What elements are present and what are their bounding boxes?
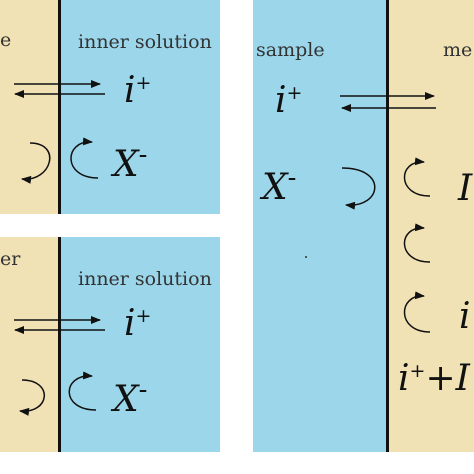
- right-anion-symbol: X-: [262, 163, 297, 208]
- bottom-left-membrane-region: [0, 237, 58, 452]
- right-sample-label: sample: [256, 39, 325, 61]
- bottom-left-interface-line: [58, 237, 61, 452]
- right-cation-symbol: i+: [275, 80, 303, 121]
- top-left-interface-line: [58, 0, 61, 214]
- right-sample-region: [253, 0, 386, 452]
- top-left-cation-symbol: i+: [124, 70, 152, 111]
- right-membrane-species-1: I: [458, 168, 473, 209]
- top-left-membrane-label: e: [0, 29, 12, 51]
- bottom-left-inner-solution-region: [61, 237, 220, 452]
- right-interface-line: [386, 0, 389, 452]
- right-membrane-region: [389, 0, 474, 452]
- right-complex-symbol: i++I: [398, 358, 470, 399]
- top-left-inner-solution-label: inner solution: [78, 31, 212, 53]
- bottom-left-membrane-label: er: [0, 248, 21, 270]
- bottom-left-inner-solution-label: inner solution: [78, 268, 212, 290]
- right-sample-dot: [305, 256, 307, 258]
- bottom-left-cation-symbol: i+: [124, 303, 152, 344]
- right-membrane-species-2: i: [459, 296, 471, 337]
- bottom-left-anion-symbol: X-: [113, 375, 148, 420]
- right-membrane-label: me: [443, 39, 473, 61]
- top-left-anion-symbol: X-: [113, 140, 148, 185]
